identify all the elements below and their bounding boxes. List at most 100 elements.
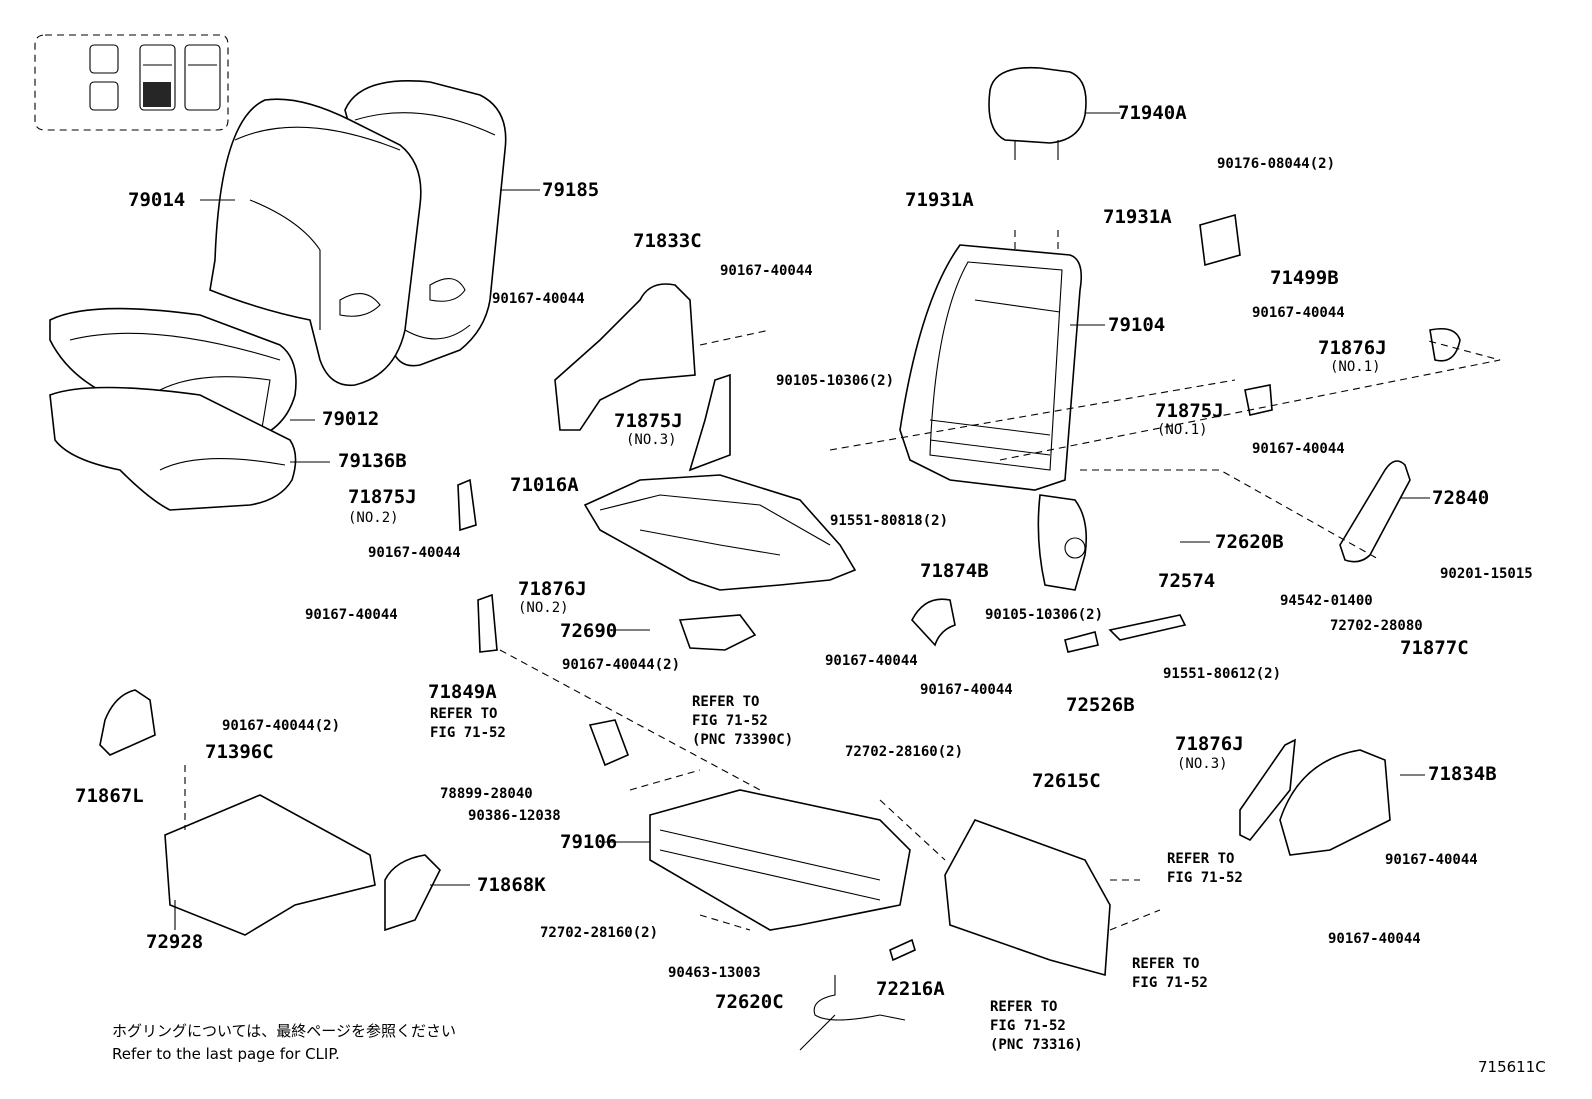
part-72702-b: 72702-28160(2) <box>540 925 659 941</box>
leader-lines <box>174 112 1430 930</box>
seat-layout-inset <box>34 34 229 131</box>
part-72526B: 72526B <box>1066 694 1135 716</box>
part-71940A: 71940A <box>1118 102 1187 124</box>
part-71875J-no3: 71875J <box>614 410 683 432</box>
part-71876J-no1-note: (NO.1) <box>1330 359 1381 375</box>
refer-note-1a: REFER TO <box>430 706 498 722</box>
cover-71874B <box>911 598 956 647</box>
part-72840: 72840 <box>1432 487 1490 509</box>
refer-note-2c: (PNC 73390C) <box>692 732 794 748</box>
figure-code: 715611C <box>1478 1058 1546 1076</box>
recliner-72620B <box>1037 494 1088 591</box>
bracket-72690 <box>678 614 757 651</box>
part-79012: 79012 <box>322 408 380 430</box>
cover-71834B <box>1279 749 1391 856</box>
part-72620C: 72620C <box>715 991 784 1013</box>
cable-72620C <box>799 975 906 1051</box>
part-72615C: 72615C <box>1032 770 1101 792</box>
part-90167-d: 90167-40044 <box>305 607 398 623</box>
refer-note-3c: (PNC 73316) <box>990 1037 1083 1053</box>
part-71834B: 71834B <box>1428 763 1497 785</box>
refer-note-4b: FIG 71-52 <box>1167 870 1243 886</box>
refer-note-5b: FIG 71-52 <box>1132 975 1208 991</box>
refer-note-3a: REFER TO <box>990 999 1058 1015</box>
part-71874B: 71874B <box>920 560 989 582</box>
part-90167-e: 90167-40044(2) <box>562 657 681 673</box>
cover-71833C <box>554 283 696 431</box>
part-71849A: 71849A <box>428 681 497 703</box>
refer-note-5a: REFER TO <box>1132 956 1200 972</box>
part-79185: 79185 <box>542 179 600 201</box>
base-cover-72928 <box>164 794 376 936</box>
part-90167-a: 90167-40044 <box>492 291 585 307</box>
part-90167-k: 90167-40044 <box>1385 852 1478 868</box>
part-71931A-a: 71931A <box>905 189 974 211</box>
part-71876J-no2-note: (NO.2) <box>518 600 569 616</box>
part-72216A: 72216A <box>876 978 945 1000</box>
part-90105-a: 90105-10306(2) <box>776 373 895 389</box>
refer-note-4a: REFER TO <box>1167 851 1235 867</box>
armrest-72840 <box>1339 460 1411 563</box>
part-90201: 90201-15015 <box>1440 566 1533 582</box>
lever-72574 <box>1108 614 1187 641</box>
part-90167-i: 90167-40044 <box>825 653 918 669</box>
part-90167-c: 90167-40044 <box>368 545 461 561</box>
part-71016A: 71016A <box>510 474 579 496</box>
refer-note-1b: FIG 71-52 <box>430 725 506 741</box>
part-94542: 94542-01400 <box>1280 593 1373 609</box>
clip-note-japanese: ホグリングについては、最終ページを参照ください <box>112 1022 456 1040</box>
part-79136B: 79136B <box>338 450 407 472</box>
part-71867L: 71867L <box>75 785 144 807</box>
seat-back-79014 <box>209 98 422 387</box>
part-71876J-no2: 71876J <box>518 578 587 600</box>
part-90105-b: 90105-10306(2) <box>985 607 1104 623</box>
headrest-71940A <box>988 66 1087 144</box>
part-90167-j: 90167-40044 <box>920 682 1013 698</box>
bracket-71875J-no3 <box>688 373 731 472</box>
bracket-71876J-no2 <box>477 593 498 653</box>
part-90167-b: 90167-40044 <box>720 263 813 279</box>
part-71875J-no1: 71875J <box>1155 400 1224 422</box>
seat-cushion-79136B <box>49 386 297 511</box>
part-72690: 72690 <box>560 620 618 642</box>
belt-buckle <box>588 719 630 767</box>
handle-72526B <box>1064 631 1099 653</box>
bracket-71876J-no3 <box>1239 738 1296 842</box>
part-71875J-no1-note: (NO.1) <box>1157 422 1208 438</box>
part-71876J-no3: 71876J <box>1175 733 1244 755</box>
refer-note-3b: FIG 71-52 <box>990 1018 1066 1034</box>
refer-note-2a: REFER TO <box>692 694 760 710</box>
part-90463: 90463-13003 <box>668 965 761 981</box>
dashed-guides <box>184 230 1501 931</box>
part-71876J-no3-note: (NO.3) <box>1177 756 1228 772</box>
part-72928: 72928 <box>146 931 204 953</box>
part-71876J-no1: 71876J <box>1318 337 1387 359</box>
part-78899: 78899-28040 <box>440 786 533 802</box>
part-90386: 90386-12038 <box>468 808 561 824</box>
part-71875J-no2-note: (NO.2) <box>348 510 399 526</box>
part-79014: 79014 <box>128 189 186 211</box>
part-91551-a: 91551-80818(2) <box>830 513 949 529</box>
part-71499B: 71499B <box>1270 267 1339 289</box>
seat-track-79106 <box>649 789 911 931</box>
part-71833C: 71833C <box>633 230 702 252</box>
cover-71867L <box>99 689 156 756</box>
hinge-71499B <box>1199 213 1241 267</box>
part-90167-f: 90167-40044(2) <box>222 718 341 734</box>
part-72702-a: 72702-28160(2) <box>845 744 964 760</box>
bracket-71875J-no2 <box>457 478 477 532</box>
part-90167-g: 90167-40044 <box>1252 305 1345 321</box>
cover-72216A <box>889 938 916 962</box>
part-91551-b: 91551-80612(2) <box>1163 666 1282 682</box>
part-79106: 79106 <box>560 831 618 853</box>
part-71877C: 71877C <box>1400 637 1469 659</box>
part-90176: 90176-08044(2) <box>1217 156 1336 172</box>
part-71868K: 71868K <box>477 874 546 896</box>
part-71875J-no2: 71875J <box>348 486 417 508</box>
part-72702-c: 72702-28080 <box>1330 618 1423 634</box>
part-72620B: 72620B <box>1215 531 1284 553</box>
part-90167-l: 90167-40044 <box>1328 931 1421 947</box>
part-79104: 79104 <box>1108 314 1166 336</box>
part-71931A-b: 71931A <box>1103 206 1172 228</box>
refer-note-2b: FIG 71-52 <box>692 713 768 729</box>
